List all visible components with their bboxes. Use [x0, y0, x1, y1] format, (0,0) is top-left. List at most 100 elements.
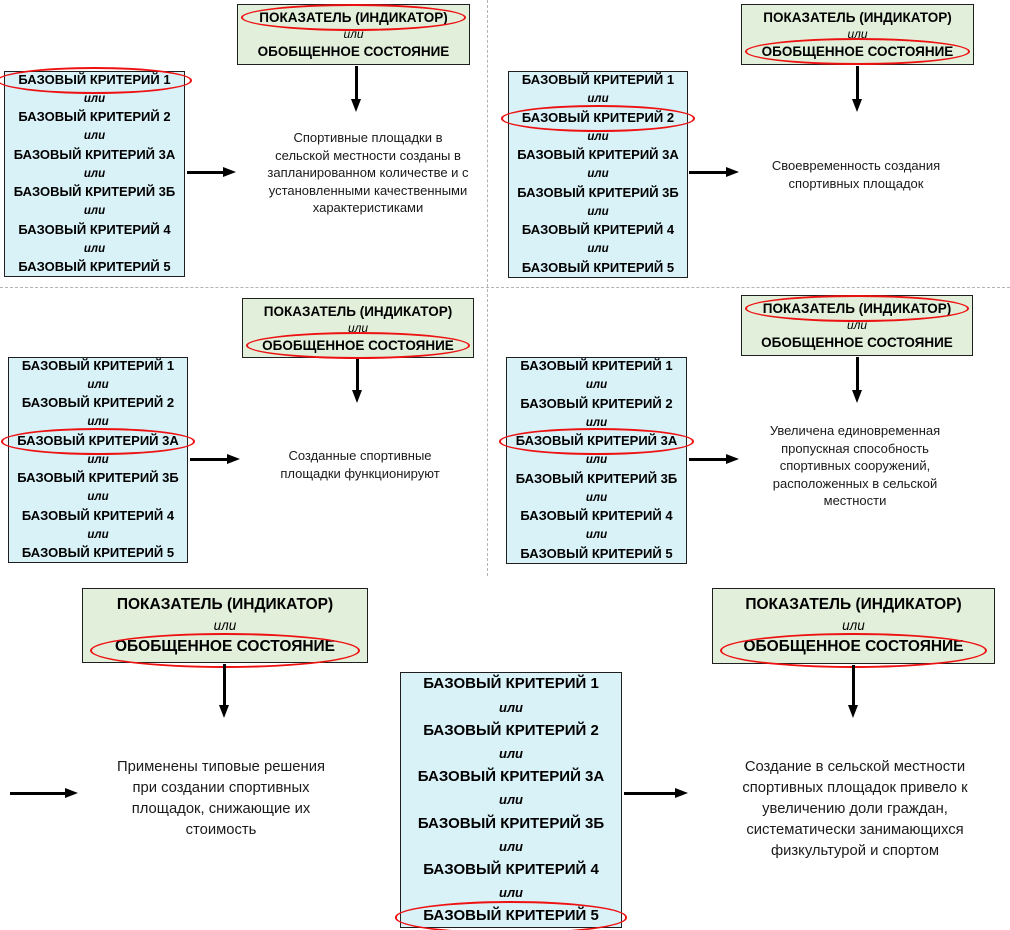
criterion-5-label: БАЗОВЫЙ КРИТЕРИЙ 5: [395, 901, 627, 930]
criterion-3a-label: БАЗОВЫЙ КРИТЕРИЙ 3А: [499, 428, 694, 456]
or-separator: или: [585, 416, 608, 429]
criterion-4-label: БАЗОВЫЙ КРИТЕРИЙ 4: [423, 861, 599, 879]
criterion-3b-label: БАЗОВЫЙ КРИТЕРИЙ 3Б: [515, 470, 678, 486]
or-separator: или: [499, 746, 523, 761]
criterion-5-label: БАЗОВЫЙ КРИТЕРИЙ 5: [521, 259, 675, 275]
criterion-3b-label: БАЗОВЫЙ КРИТЕРИЙ 3Б: [417, 814, 605, 832]
criterion-4-label: БАЗОВЫЙ КРИТЕРИЙ 4: [520, 508, 673, 524]
generalized-state-text: ОБОБЩЕННОЕ СОСТОЯНИЕ: [761, 44, 954, 59]
or-separator: или: [83, 167, 106, 180]
arrow-right-icon: [187, 171, 223, 174]
criterion-4-label: БАЗОВЫЙ КРИТЕРИЙ 4: [21, 507, 175, 523]
indicator-label: ПОКАЗАТЕЛЬ (ИНДИКАТОР): [763, 10, 952, 25]
arrow-down-icon: [852, 665, 855, 705]
or-separator: или: [847, 27, 868, 41]
or-separator: или: [83, 92, 106, 105]
arrow-down-icon: [856, 66, 859, 99]
criterion-2-label: БАЗОВЫЙ КРИТЕРИЙ 2: [501, 104, 695, 132]
or-separator: или: [87, 528, 109, 541]
arrow-right-icon: [10, 792, 65, 795]
generalized-state-text: ОБОБЩЕННОЕ СОСТОЯНИЕ: [114, 637, 336, 655]
indicator-state-box: ПОКАЗАТЕЛЬ (ИНДИКАТОР) или ОБОБЩЕННОЕ СО…: [741, 295, 973, 356]
or-separator: или: [499, 792, 523, 808]
or-separator: или: [213, 617, 237, 633]
criterion-3a-label: БАЗОВЫЙ КРИТЕРИЙ 3А: [1, 427, 195, 455]
criterion-3b-label: БАЗОВЫЙ КРИТЕРИЙ 3Б: [17, 470, 179, 486]
criterion-2-text: БАЗОВЫЙ КРИТЕРИЙ 2: [521, 109, 675, 125]
generalized-state-label: ОБОБЩЕННОЕ СОСТОЯНИЕ: [243, 331, 473, 359]
result-text: Увеличена единовременная пропускная спос…: [769, 423, 941, 508]
arrow-down-icon: [223, 664, 226, 705]
criterion-1-text: БАЗОВЫЙ КРИТЕРИЙ 1: [18, 71, 171, 87]
or-separator: или: [499, 838, 523, 854]
arrow-right-icon: [624, 792, 675, 795]
criterion-3a-text: БАЗОВЫЙ КРИТЕРИЙ 3А: [17, 432, 179, 448]
criteria-box: БАЗОВЫЙ КРИТЕРИЙ 1 или БАЗОВЫЙ КРИТЕРИЙ …: [0, 66, 192, 277]
indicator-label: ПОКАЗАТЕЛЬ (ИНДИКАТОР): [742, 295, 972, 322]
criteria-box: БАЗОВЫЙ КРИТЕРИЙ 1 или БАЗОВЫЙ КРИТЕРИЙ …: [1, 357, 195, 563]
or-separator: или: [343, 27, 364, 41]
criterion-1-label: БАЗОВЫЙ КРИТЕРИЙ 1: [21, 357, 175, 373]
arrow-right-icon: [689, 171, 726, 174]
indicator-state-box: ПОКАЗАТЕЛЬ (ИНДИКАТОР) или ОБОБЩЕННОЕ СО…: [237, 4, 470, 65]
indicator-state-box: ПОКАЗАТЕЛЬ (ИНДИКАТОР) или ОБОБЩЕННОЕ СО…: [712, 588, 995, 668]
criterion-3a-label: БАЗОВЫЙ КРИТЕРИЙ 3А: [517, 147, 679, 163]
or-separator: или: [83, 205, 106, 218]
criterion-1-label: БАЗОВЫЙ КРИТЕРИЙ 1: [423, 675, 599, 693]
criterion-2-label: БАЗОВЫЙ КРИТЕРИЙ 2: [21, 395, 175, 411]
criterion-3b-label: БАЗОВЫЙ КРИТЕРИЙ 3Б: [13, 184, 176, 200]
indicator-text: ПОКАЗАТЕЛЬ (ИНДИКАТОР): [259, 10, 448, 25]
criterion-2-label: БАЗОВЫЙ КРИТЕРИЙ 2: [423, 721, 599, 739]
arrow-right-icon: [190, 458, 227, 461]
generalized-state-label: ОБОБЩЕННОЕ СОСТОЯНИЕ: [761, 335, 953, 350]
criterion-3a-text: БАЗОВЫЙ КРИТЕРИЙ 3А: [515, 433, 678, 449]
or-separator: или: [83, 242, 106, 255]
or-separator: или: [587, 130, 609, 143]
or-separator: или: [499, 885, 523, 901]
or-separator: или: [87, 453, 109, 466]
or-separator: или: [587, 243, 609, 256]
or-separator: или: [587, 168, 609, 181]
generalized-state-text: ОБОБЩЕННОЕ СОСТОЯНИЕ: [743, 638, 964, 655]
or-separator: или: [87, 491, 109, 504]
indicator-state-box: ПОКАЗАТЕЛЬ (ИНДИКАТОР) или ОБОБЩЕННОЕ СО…: [242, 298, 474, 359]
or-separator: или: [87, 416, 109, 429]
indicator-label: ПОКАЗАТЕЛЬ (ИНДИКАТОР): [116, 595, 334, 613]
criterion-4-label: БАЗОВЫЙ КРИТЕРИЙ 4: [521, 222, 675, 238]
arrow-down-icon: [856, 357, 859, 390]
criterion-5-text: БАЗОВЫЙ КРИТЕРИЙ 5: [423, 907, 599, 925]
or-separator: или: [87, 378, 109, 391]
criterion-1-label: БАЗОВЫЙ КРИТЕРИЙ 1: [520, 358, 673, 374]
generalized-state-label: ОБОБЩЕННОЕ СОСТОЯНИЕ: [742, 38, 973, 65]
result-text: Созданные спортивные площадки функционир…: [280, 448, 440, 481]
criterion-1-label: БАЗОВЫЙ КРИТЕРИЙ 1: [521, 72, 675, 88]
result-text: Спортивные площадки в сельской местности…: [267, 130, 469, 215]
indicator-text: ПОКАЗАТЕЛЬ (ИНДИКАТОР): [762, 301, 952, 316]
or-separator: или: [347, 320, 369, 335]
or-separator: или: [585, 454, 608, 467]
criterion-3a-label: БАЗОВЫЙ КРИТЕРИЙ 3А: [417, 768, 605, 786]
generalized-state-label: ОБОБЩЕННОЕ СОСТОЯНИЕ: [83, 632, 367, 668]
indicator-label: ПОКАЗАТЕЛЬ (ИНДИКАТОР): [745, 596, 962, 613]
criteria-box: БАЗОВЫЙ КРИТЕРИЙ 1 или БАЗОВЫЙ КРИТЕРИЙ …: [499, 357, 694, 564]
arrow-down-icon: [356, 359, 359, 390]
criterion-3b-label: БАЗОВЫЙ КРИТЕРИЙ 3Б: [517, 184, 679, 200]
criterion-2-label: БАЗОВЫЙ КРИТЕРИЙ 2: [18, 109, 171, 125]
arrow-down-icon: [355, 66, 358, 99]
generalized-state-text: ОБОБЩЕННОЕ СОСТОЯНИЕ: [262, 337, 454, 353]
arrow-right-icon: [689, 458, 726, 461]
criteria-box: БАЗОВЫЙ КРИТЕРИЙ 1 или БАЗОВЫЙ КРИТЕРИЙ …: [395, 672, 627, 930]
criterion-5-label: БАЗОВЫЙ КРИТЕРИЙ 5: [520, 545, 673, 561]
or-separator: или: [587, 205, 609, 218]
criterion-2-label: БАЗОВЫЙ КРИТЕРИЙ 2: [520, 395, 673, 411]
generalized-state-label: ОБОБЩЕННОЕ СОСТОЯНИЕ: [713, 633, 994, 668]
criterion-3a-label: БАЗОВЫЙ КРИТЕРИЙ 3А: [13, 146, 176, 162]
or-separator: или: [499, 699, 523, 715]
dashed-divider-horizontal: [0, 287, 1010, 288]
criterion-4-label: БАЗОВЫЙ КРИТЕРИЙ 4: [18, 221, 171, 237]
indicator-label: ПОКАЗАТЕЛЬ (ИНДИКАТОР): [263, 303, 453, 319]
dashed-divider-vertical: [487, 0, 488, 576]
indicator-state-box: ПОКАЗАТЕЛЬ (ИНДИКАТОР) или ОБОБЩЕННОЕ СО…: [741, 4, 974, 65]
or-separator: или: [585, 379, 608, 392]
